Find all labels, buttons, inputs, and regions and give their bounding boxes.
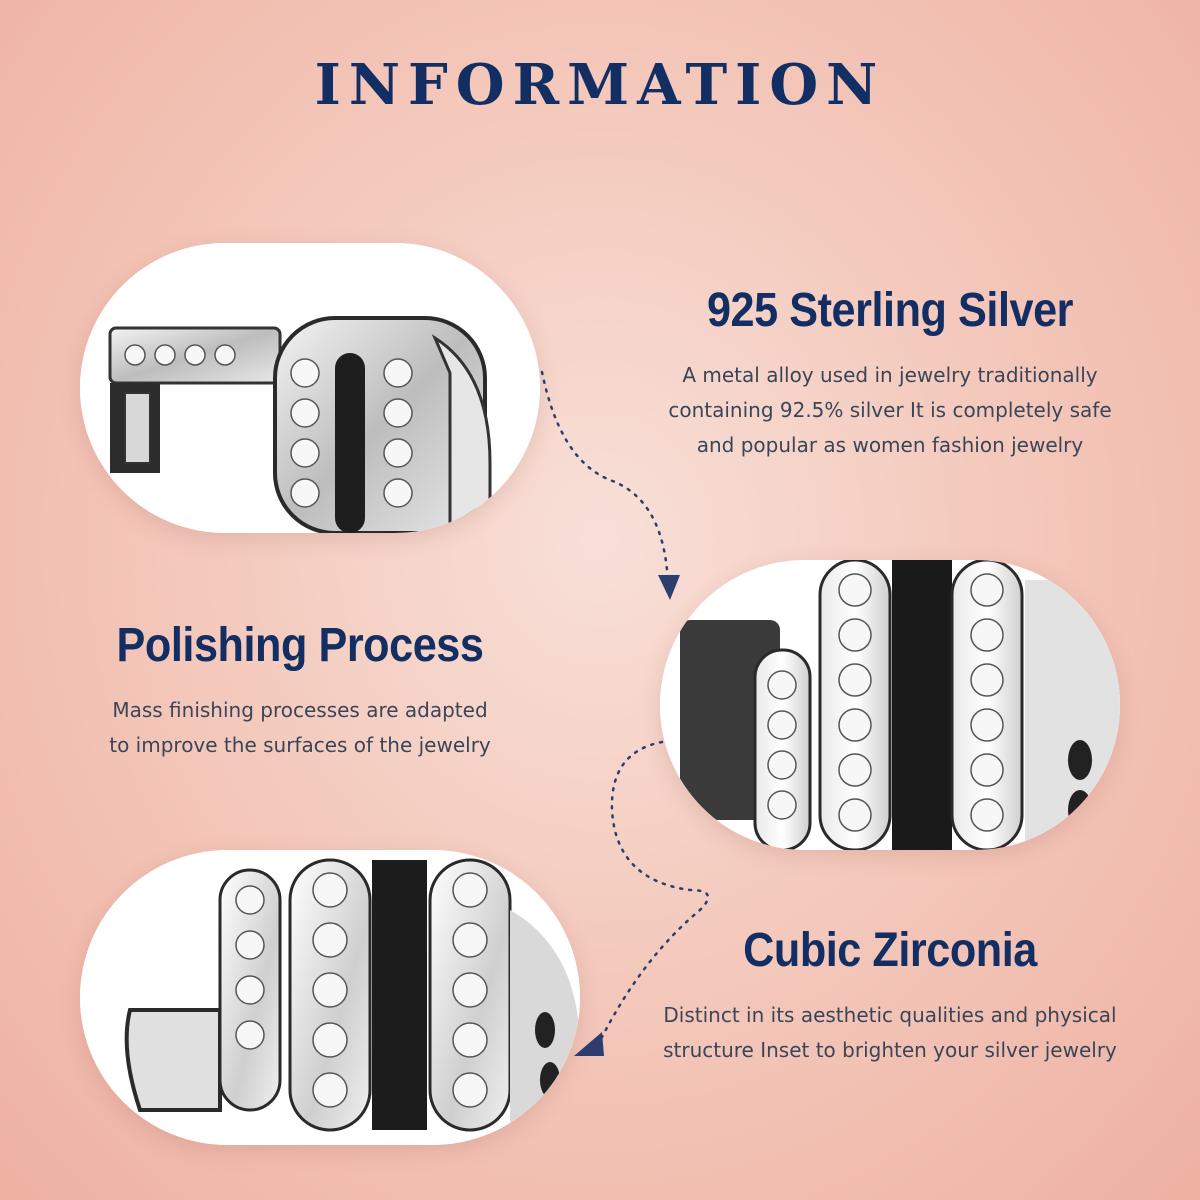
section-polishing-process: Polishing Process Mass finishing process…: [60, 618, 540, 763]
silver-charm-image: [80, 850, 580, 1145]
section-title: 925 Sterling Silver: [706, 284, 1074, 337]
silver-charm-image: [80, 243, 540, 533]
section-description: Mass finishing processes are adapted to …: [109, 698, 491, 757]
silver-charm-image: [660, 560, 1120, 850]
section-description: Distinct in its aesthetic qualities and …: [663, 1003, 1117, 1062]
section-cubic-zirconia: Cubic Zirconia Distinct in its aesthetic…: [640, 923, 1140, 1068]
page-title: INFORMATION: [314, 52, 886, 118]
section-sterling-silver: 925 Sterling Silver A metal alloy used i…: [640, 283, 1140, 463]
charm-photo-top: [80, 243, 540, 533]
section-title: Cubic Zirconia: [743, 924, 1037, 977]
charm-photo-bottom: [80, 850, 580, 1145]
charm-photo-middle: [660, 560, 1120, 850]
section-title: Polishing Process: [116, 619, 484, 672]
section-description: A metal alloy used in jewelry traditiona…: [668, 363, 1112, 457]
